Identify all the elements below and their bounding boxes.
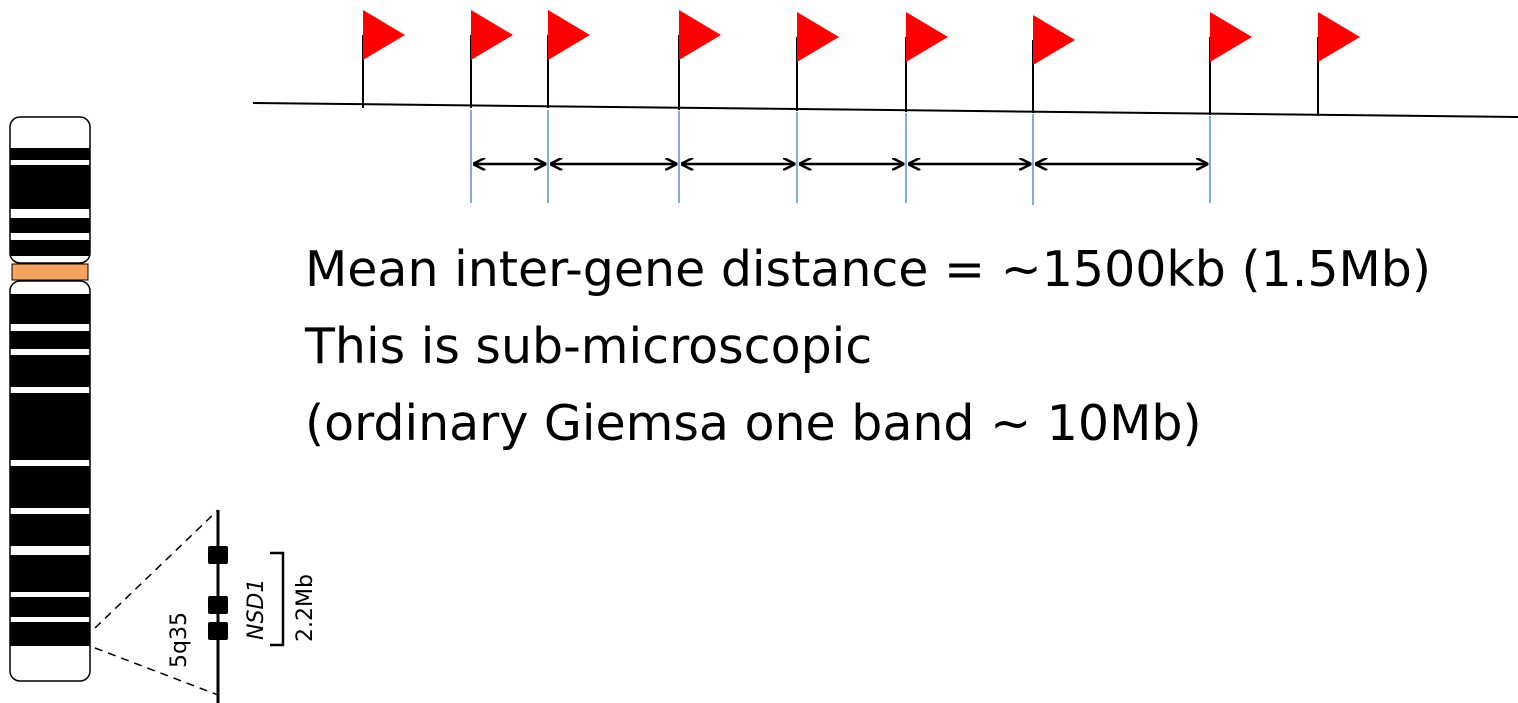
size-label: 2.2Mb (293, 574, 318, 642)
genome-baseline (252, 102, 1518, 118)
zoom-lines (94, 509, 219, 696)
gene-flags (362, 10, 1360, 116)
gene-box (208, 546, 228, 564)
gene-flag (1032, 15, 1075, 113)
giemsa-band-text: (ordinary Giemsa one band ~ 10Mb) (305, 395, 1202, 452)
distance-guides (470, 110, 1211, 205)
gene-flag (678, 10, 721, 110)
gene-box (208, 622, 228, 640)
gene-label: NSD1 (244, 579, 269, 640)
mean-distance-text: Mean inter-gene distance = ~1500kb (1.5M… (305, 241, 1432, 298)
band-label: 5q35 (167, 612, 192, 668)
gene-flag (547, 10, 590, 108)
gene-flag (1317, 12, 1360, 116)
gene-flag (1209, 12, 1252, 115)
chromosome-ideogram (9, 116, 91, 682)
zoom-region (208, 510, 228, 703)
gene-box (208, 596, 228, 614)
gene-flag (796, 12, 839, 111)
centromere (11, 263, 89, 281)
gene-flag (905, 12, 948, 112)
gene-flag (362, 10, 405, 108)
submicroscopic-text: This is sub-microscopic (305, 318, 873, 375)
size-bracket (270, 551, 285, 647)
gene-flag (470, 10, 513, 108)
